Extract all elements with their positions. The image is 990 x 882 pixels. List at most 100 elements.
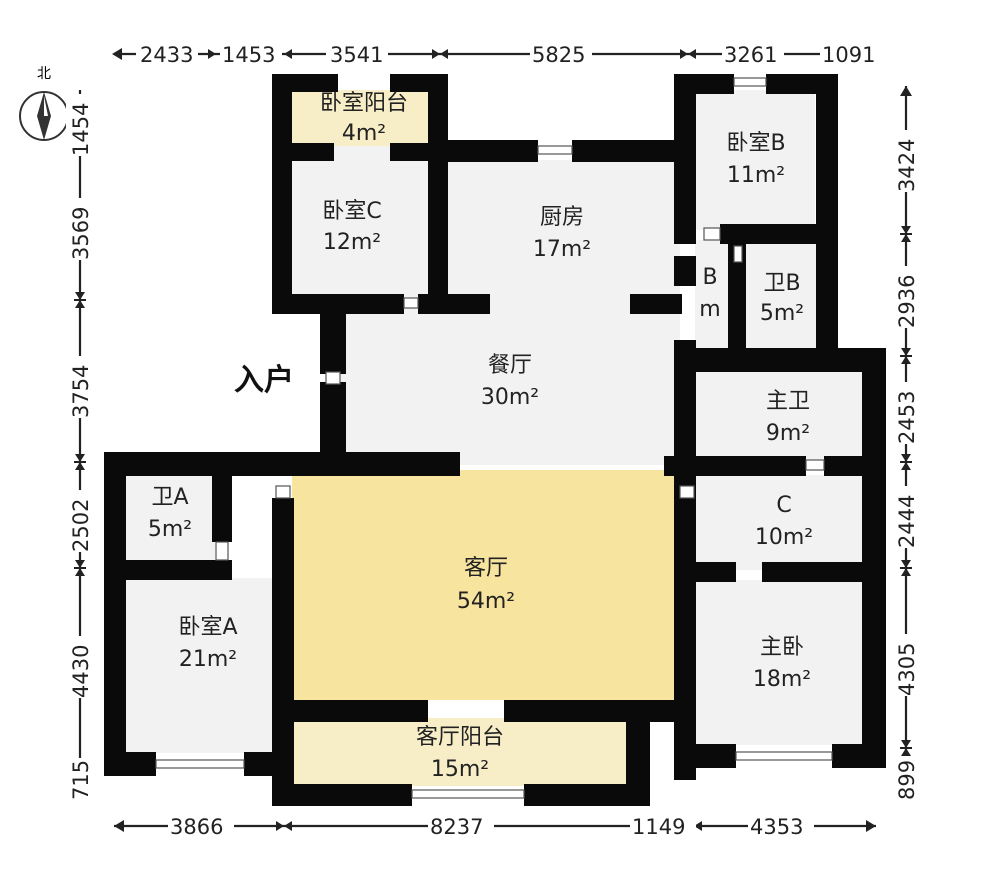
wall <box>816 296 838 348</box>
room-name: 卧室B <box>726 131 785 156</box>
wall <box>762 562 864 582</box>
wall <box>448 140 538 162</box>
entrance-label: 入户 <box>234 363 294 398</box>
dimension-label: 5825 <box>532 43 585 67</box>
wall <box>272 784 412 806</box>
wall <box>832 744 886 768</box>
wall <box>678 500 696 560</box>
room-name: C <box>776 493 791 518</box>
floor-bath-a <box>125 475 215 565</box>
dimension-label: 2502 <box>69 499 93 552</box>
floor-master-bedroom <box>695 580 865 745</box>
window <box>411 789 525 799</box>
wall <box>674 348 886 372</box>
floors <box>125 90 865 786</box>
wall <box>696 562 736 582</box>
wall <box>720 224 838 244</box>
room-area: 17m² <box>533 237 591 262</box>
dimension-label: 4430 <box>69 645 93 698</box>
wall <box>272 74 338 92</box>
north-compass-icon: 北 <box>19 66 69 141</box>
room-area: 15m² <box>431 757 489 782</box>
room-name: 餐厅 <box>488 353 532 378</box>
room-area: 5m² <box>760 301 804 326</box>
wall <box>862 348 886 768</box>
wall <box>572 140 678 162</box>
wall <box>674 74 696 244</box>
floor-living <box>292 470 677 700</box>
room-name: 卧室A <box>178 615 237 640</box>
window <box>403 297 419 309</box>
dimension-label: 4305 <box>895 643 919 696</box>
room-name: 厨房 <box>540 205 584 230</box>
wall <box>292 143 334 161</box>
wall <box>272 294 404 314</box>
dimension-label: 3541 <box>330 43 383 67</box>
floor-bedroom-c-balcony <box>292 90 428 146</box>
dimension-label: 3424 <box>895 139 919 192</box>
dimension-label: 1453 <box>222 43 275 67</box>
room-name: 卫B <box>763 271 800 296</box>
wall <box>504 700 544 722</box>
wall <box>728 244 746 348</box>
room-name: 客厅阳台 <box>416 725 504 750</box>
room-area: 9m² <box>766 421 810 446</box>
wall <box>244 752 294 776</box>
dimension-label: 715 <box>69 760 93 800</box>
room-area: 10m² <box>755 525 813 550</box>
wall <box>212 476 232 542</box>
dimension-label: 3866 <box>170 815 223 839</box>
room-area: m <box>699 297 720 322</box>
wall <box>630 294 682 314</box>
dimension-label: 2433 <box>140 43 193 67</box>
dimension-label: 3261 <box>724 43 777 67</box>
dimension-label: 3569 <box>69 207 93 260</box>
room-name: 客厅 <box>464 556 508 581</box>
room-area: 11m² <box>727 163 785 188</box>
dimension-label: 899 <box>895 760 919 800</box>
room-name: 卧室C <box>322 199 381 224</box>
room-name: 卧室阳台 <box>320 91 408 116</box>
room-area: 18m² <box>753 667 811 692</box>
room-area: 4m² <box>342 121 386 146</box>
room-name: 主卫 <box>766 389 810 414</box>
wall <box>418 294 490 314</box>
dimension-label: 2444 <box>895 495 919 548</box>
floor-master-bath <box>695 370 865 460</box>
right-dimensions: 3424 2936 2453 2444 4305 899 <box>892 130 920 800</box>
window <box>155 759 245 769</box>
wall <box>674 256 696 286</box>
floor-bedroom-b <box>695 90 815 230</box>
dimension-label: 3754 <box>69 365 93 418</box>
wall <box>272 74 292 314</box>
window <box>275 485 291 499</box>
floor-living-balcony <box>292 718 627 786</box>
wall <box>104 452 126 776</box>
compass-label: 北 <box>37 66 51 82</box>
window <box>805 459 825 471</box>
window <box>733 77 767 87</box>
bottom-dimensions: 3866 8237 1149 4353 <box>168 812 814 840</box>
dimension-label: 2936 <box>895 275 919 328</box>
wall <box>696 456 806 476</box>
dimension-label: 8237 <box>430 815 483 839</box>
wall <box>674 744 736 768</box>
room-area: 5m² <box>148 517 192 542</box>
dimension-label: 4353 <box>750 815 803 839</box>
room-name: 卫A <box>151 485 188 510</box>
room-area: 12m² <box>323 230 381 255</box>
wall <box>524 784 650 806</box>
window <box>537 145 573 155</box>
left-dimensions: 1454 3569 3754 2502 4430 715 <box>66 94 94 804</box>
windows <box>155 77 833 799</box>
wall <box>544 700 674 722</box>
wall <box>816 74 838 296</box>
room-labels: 卧室阳台 4m² 卧室C 12m² 厨房 17m² 卧室B 11m² B m 卫… <box>148 91 813 782</box>
window <box>679 485 695 499</box>
dimension-label: 1149 <box>632 815 685 839</box>
room-area: 30m² <box>481 385 539 410</box>
wall <box>294 700 428 722</box>
window <box>215 541 229 561</box>
floor-room-c <box>695 475 865 570</box>
